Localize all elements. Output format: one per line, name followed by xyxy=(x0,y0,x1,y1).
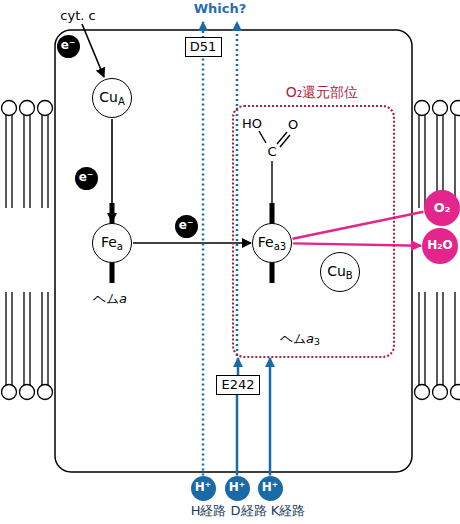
node-text: Fea3 xyxy=(258,235,287,252)
proton-exit xyxy=(202,22,205,38)
lipid xyxy=(415,292,430,400)
lipid xyxy=(415,101,430,209)
node-text: O₂還元部位 xyxy=(286,85,359,100)
node-text: e⁻ xyxy=(179,219,193,232)
node-text: CuB xyxy=(327,264,353,281)
lipid xyxy=(20,101,35,209)
node-text: D51 xyxy=(190,40,217,54)
proton-exit xyxy=(236,22,239,356)
text-part: 3 xyxy=(314,337,320,348)
text-part: Fe xyxy=(101,234,117,250)
lipid xyxy=(20,292,35,400)
residue-box: D51 xyxy=(185,37,222,57)
text-part: ヘム xyxy=(93,291,119,306)
node-text: Fea xyxy=(101,235,123,252)
node-text: H₂O xyxy=(427,239,453,252)
protein-label: cyt. c xyxy=(60,9,95,23)
lipid xyxy=(2,101,17,209)
connector xyxy=(269,358,272,476)
text-part: A xyxy=(118,95,125,106)
node-text: e⁻ xyxy=(79,171,93,184)
molecule-circle: H₂O xyxy=(422,228,458,264)
reduction-site: O₂還元部位Fea3CuB xyxy=(232,105,395,358)
molecule-circle: O₂ xyxy=(424,190,460,226)
atom-label: O xyxy=(288,118,298,132)
connector xyxy=(293,212,424,239)
lipid xyxy=(38,101,53,209)
pathway-label: H経路 D経路 K経路 xyxy=(191,504,306,518)
protein-outline xyxy=(55,30,412,472)
question-label: Which? xyxy=(194,2,247,16)
connector xyxy=(202,57,205,476)
electron-icon: e⁻ xyxy=(75,167,98,190)
node-text: E242 xyxy=(221,378,254,392)
node-text: CuA xyxy=(99,90,125,107)
metal-center: Fea3 xyxy=(252,223,292,263)
lipid xyxy=(2,292,17,400)
text-part: a xyxy=(306,331,314,346)
lipid xyxy=(451,292,460,400)
proton-circle: H⁺ xyxy=(258,476,283,501)
electron-icon: e⁻ xyxy=(57,35,80,58)
connector xyxy=(236,395,239,476)
electron-icon: e⁻ xyxy=(175,215,198,238)
bond xyxy=(259,131,266,143)
text-part: Cu xyxy=(99,89,118,105)
atom-label: C xyxy=(267,145,276,159)
metal-center: CuA xyxy=(92,78,132,118)
text-part: a xyxy=(117,240,123,251)
metal-center: CuB xyxy=(320,252,360,292)
heme-label: ヘムa3 xyxy=(280,332,320,348)
metal-center: Fea xyxy=(92,223,132,263)
node-text: e⁻ xyxy=(61,39,75,52)
atom-label: HO xyxy=(242,117,262,131)
text-part: Fe xyxy=(258,234,274,250)
bond xyxy=(277,132,287,144)
electron-arrow xyxy=(82,24,104,77)
lipid xyxy=(38,292,53,400)
text-part: a3 xyxy=(274,240,287,251)
lipid xyxy=(433,292,448,400)
node-text: H⁺ xyxy=(262,481,278,494)
heme-label: ヘムa xyxy=(93,292,127,306)
lipid xyxy=(451,101,460,209)
bond xyxy=(271,161,272,222)
connector xyxy=(293,243,421,245)
text-part: a xyxy=(119,291,127,306)
bond xyxy=(280,135,290,147)
node-text: O₂ xyxy=(434,201,451,215)
connector xyxy=(111,119,113,222)
node-text: H⁺ xyxy=(195,481,211,494)
text-part: Cu xyxy=(327,263,346,279)
text-part: ヘム xyxy=(280,331,306,346)
text-part: B xyxy=(346,269,353,280)
proton-circle: H⁺ xyxy=(191,476,216,501)
residue-box: E242 xyxy=(216,375,260,395)
connector xyxy=(237,358,240,375)
node-text: H⁺ xyxy=(229,481,245,494)
proton-circle: H⁺ xyxy=(225,476,250,501)
